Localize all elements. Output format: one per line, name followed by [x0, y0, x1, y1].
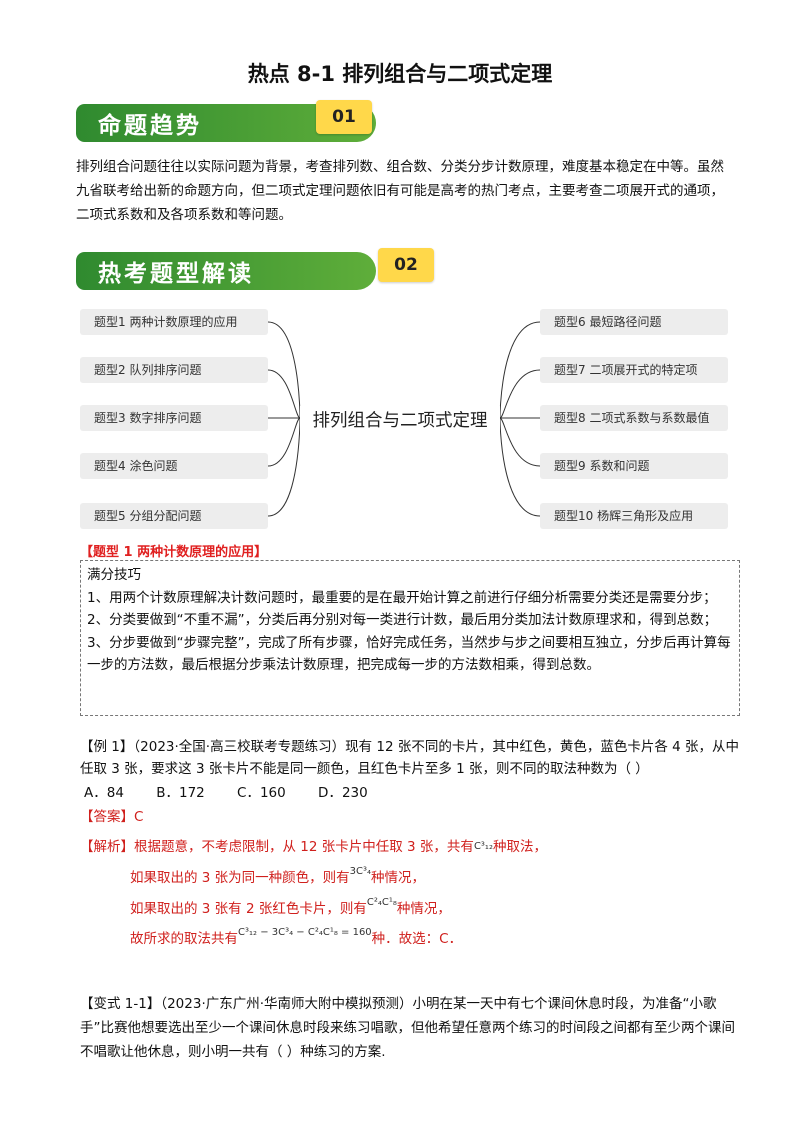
tips-heading: 满分技巧: [87, 567, 141, 583]
banner-number: 01: [316, 100, 372, 134]
answer-line: 【答案】C: [80, 806, 740, 828]
tip-item-3: 3、分步要做到“步骤完整”，完成了所有步骤，恰好完成任务，当然步与步之间要相互独…: [87, 634, 731, 674]
example-options: A．84 B．172 C．160 D．230: [84, 782, 744, 804]
variant-label: 【变式 1-1】: [80, 996, 161, 1012]
math-expression: C³₁₂ − 3C³₄ − C²₄C¹₈ = 160: [238, 927, 372, 938]
math-expression: C³₁₂: [473, 841, 493, 852]
analysis-text: 故所求的取法共有: [130, 931, 238, 947]
topic-right-8: 题型8 二项式系数与系数最值: [540, 405, 728, 431]
analysis-line-4: 故所求的取法共有C³₁₂ − 3C³₄ − C²₄C¹₈ = 160种．故选：C…: [130, 927, 462, 947]
answer-label: 【答案】: [80, 809, 134, 825]
analysis-text: 根据题意，不考虑限制，从 12 张卡片中任取 3 张，共有: [134, 839, 474, 855]
topic-right-6: 题型6 最短路径问题: [540, 309, 728, 335]
example-text: 现有 12 张不同的卡片，其中红色，黄色，蓝色卡片各 4 张，从中任取 3 张，…: [80, 739, 740, 777]
tip-item-1: 1、用两个计数原理解决计数问题时，最重要的是在最开始计算之前进行仔细分析需要分类…: [87, 589, 717, 606]
example-question: 【例 1】（2023·全国·高三校联考专题练习）现有 12 张不同的卡片，其中红…: [80, 736, 740, 780]
analysis-label: 【解析】: [80, 839, 134, 855]
topic-left-1: 题型1 两种计数原理的应用: [80, 309, 268, 335]
math-expression: C²₄C¹₈: [366, 897, 397, 908]
variant-source: （2023·广东广州·华南师大附中模拟预测）: [160, 996, 413, 1012]
trend-paragraph: 排列组合问题往往以实际问题为背景，考查排列数、组合数、分类分步计数原理，难度基本…: [76, 159, 724, 223]
banner-bar: [76, 252, 376, 290]
analysis-text: 种．故选：C．: [371, 931, 463, 947]
variant-question: 【变式 1-1】（2023·广东广州·华南师大附中模拟预测）小明在某一天中有七个…: [80, 992, 740, 1064]
analysis-text: 种取法，: [492, 839, 547, 855]
page-title: 热点 8-1 排列组合与二项式定理: [247, 62, 553, 86]
analysis-text: 种情况，: [371, 870, 426, 886]
analysis-line-2: 如果取出的 3 张为同一种颜色，则有3C³₄种情况，: [130, 866, 425, 886]
answer-value: C: [134, 809, 144, 825]
example-source: （2023·全国·高三校联考专题练习）: [133, 739, 346, 755]
topic-right-7: 题型7 二项展开式的特定项: [540, 357, 728, 383]
topic-right-9: 题型9 系数和问题: [540, 453, 728, 479]
mindmap-center: 排列组合与二项式定理: [300, 406, 500, 436]
example-label: 【例 1】: [80, 739, 134, 755]
analysis-line-1: 【解析】根据题意，不考虑限制，从 12 张卡片中任取 3 张，共有C³₁₂种取法…: [80, 836, 740, 858]
topic-left-5: 题型5 分组分配问题: [80, 503, 268, 529]
analysis-text: 种情况，: [396, 901, 451, 917]
option-a: A．84: [84, 785, 124, 801]
banner-text: 命题趋势: [98, 112, 202, 139]
option-c: C．160: [237, 785, 286, 801]
analysis-line-3: 如果取出的 3 张有 2 张红色卡片，则有C²₄C¹₈种情况，: [130, 897, 451, 917]
banner-hot-topics: 热考题型解读 02: [76, 248, 434, 294]
topic-left-3: 题型3 数字排序问题: [80, 405, 268, 431]
banner-trend: 命题趋势 01: [76, 100, 386, 146]
topic-left-2: 题型2 队列排序问题: [80, 357, 268, 383]
banner-number: 02: [378, 248, 434, 282]
tip-item-2: 2、分类要做到“不重不漏”，分类后再分别对每一类进行计数，最后用分类加法计数原理…: [87, 612, 718, 628]
analysis-text: 如果取出的 3 张为同一种颜色，则有: [130, 870, 350, 886]
banner-text: 热考题型解读: [98, 260, 254, 287]
topic-left-4: 题型4 涂色问题: [80, 453, 268, 479]
math-expression: 3C³₄: [349, 866, 372, 877]
variant-text: 小明在某一天中有七个课间休息时段，为准备“小歌手”比赛他想要选出至少一个课间休息…: [80, 996, 735, 1060]
option-d: D．230: [318, 785, 368, 801]
analysis-text: 如果取出的 3 张有 2 张红色卡片，则有: [130, 901, 367, 917]
section-heading: 【题型 1 两种计数原理的应用】: [80, 545, 268, 560]
option-b: B．172: [156, 785, 205, 801]
tips-box: 满分技巧 1、用两个计数原理解决计数问题时，最重要的是在最开始计算之前进行仔细分…: [80, 560, 740, 716]
topic-right-10: 题型10 杨辉三角形及应用: [540, 503, 728, 529]
